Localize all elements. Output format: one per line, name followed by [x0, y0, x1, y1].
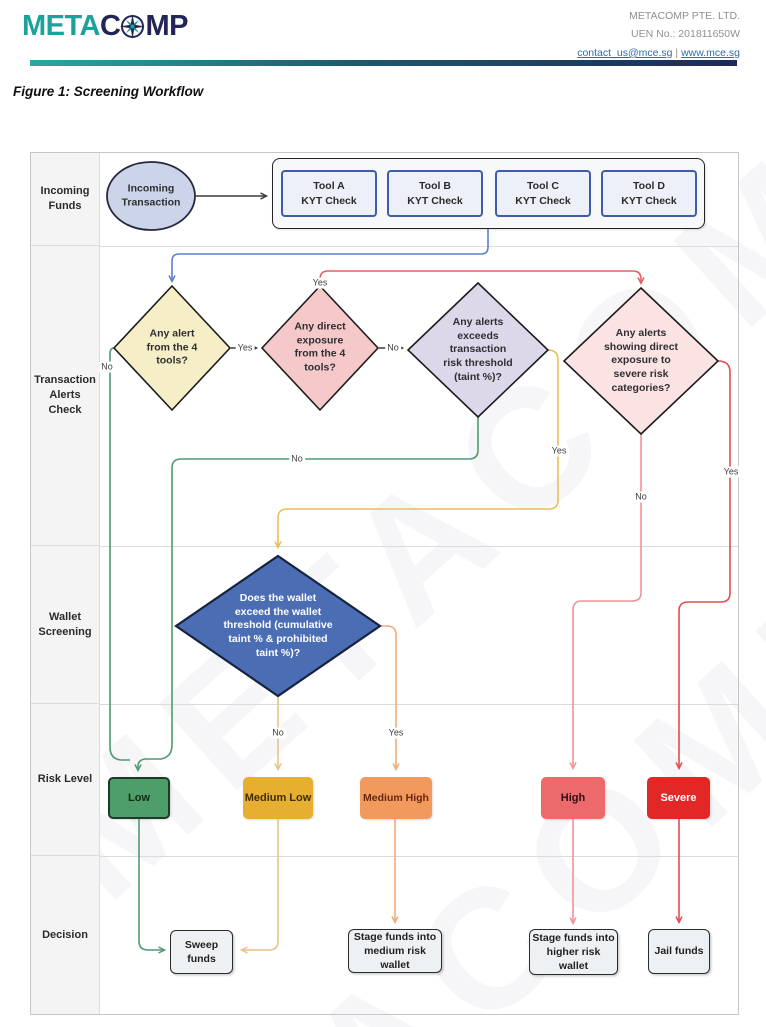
link-separator: | — [672, 46, 682, 59]
incoming-transaction-label: Incoming Transaction — [121, 182, 181, 208]
lane-divider-2 — [31, 546, 738, 547]
tool-d-kyt-check-box: Tool D KYT Check — [601, 170, 697, 217]
wallet-threshold-label: Does the wallet exceed the wallet thresh… — [223, 591, 333, 659]
risk-high-box: High — [541, 777, 605, 819]
header-contact-block: METACOMP PTE. LTD. UEN No.: 201811650W c… — [577, 7, 740, 62]
edge-label-no-alert: No — [99, 361, 115, 373]
decision-jail-funds-box: Jail funds — [648, 929, 710, 974]
risk-medium-high-box: Medium High — [360, 777, 432, 819]
figure-title: Figure 1: Screening Workflow — [13, 84, 204, 99]
logo-meta-text: META — [22, 10, 101, 42]
tool-d-sub: KYT Check — [621, 194, 677, 207]
lane-label-transaction-alerts: Transaction Alerts Check — [31, 246, 99, 546]
edge-label-yes-severe-check: Yes — [721, 466, 741, 478]
company-name: METACOMP PTE. LTD. — [629, 10, 740, 22]
any-alert-label: Any alert from the 4 tools? — [146, 327, 198, 367]
tool-a-kyt-check-box: Tool A KYT Check — [281, 170, 377, 217]
edge-label-no-severe-check: No — [633, 491, 649, 503]
lane-divider-4 — [31, 856, 738, 857]
lane-label-decision: Decision — [42, 928, 88, 941]
lane-label-incoming-funds: Incoming Funds — [31, 153, 99, 246]
lane-label-risk-level: Risk Level — [31, 704, 99, 856]
edge-label-no-wallet: No — [270, 727, 286, 739]
compass-icon — [120, 14, 146, 39]
contact-line: contact_us@mce.sg | www.mce.sg — [577, 44, 740, 62]
lane-divider-1 — [31, 246, 738, 247]
lane-divider-3 — [31, 704, 738, 705]
uen-number: UEN No.: 201811650W — [631, 28, 740, 41]
decision-stage-medium-box: Stage funds into medium risk wallet — [348, 929, 442, 973]
edge-label-no-exposure: No — [385, 342, 401, 354]
kyt-tools-container: Tool A KYT Check Tool B KYT Check Tool C… — [272, 158, 705, 229]
risk-medium-low-box: Medium Low — [243, 777, 313, 819]
decision-sweep-funds-box: Sweep funds — [170, 930, 233, 974]
tool-b-name: Tool B — [419, 180, 451, 193]
risk-severe-box: Severe — [647, 777, 710, 819]
severe-categories-label: Any alerts showing direct exposure to se… — [603, 326, 679, 394]
tool-a-sub: KYT Check — [301, 194, 357, 207]
decision-stage-higher-box: Stage funds into higher risk wallet — [529, 929, 618, 975]
tool-c-kyt-check-box: Tool C KYT Check — [495, 170, 591, 217]
contact-email-link[interactable]: contact_us@mce.sg — [577, 46, 673, 59]
edge-label-yes-exposure: Yes — [310, 277, 330, 289]
tool-c-name: Tool C — [527, 180, 559, 193]
direct-exposure-label: Any direct exposure from the 4 tools? — [294, 320, 346, 374]
edge-label-yes-alert: Yes — [235, 342, 255, 354]
tool-b-kyt-check-box: Tool B KYT Check — [387, 170, 483, 217]
tool-c-sub: KYT Check — [515, 194, 571, 207]
website-link[interactable]: www.mce.sg — [681, 46, 740, 59]
lane-label-wallet-screening: Wallet Screening — [31, 546, 99, 704]
tool-a-name: Tool A — [313, 180, 345, 193]
logo-mp-text: MP — [145, 10, 188, 42]
edge-label-yes-wallet: Yes — [386, 727, 406, 739]
header-divider-bar — [30, 60, 737, 66]
risk-threshold-label: Any alerts exceeds transaction risk thre… — [443, 315, 513, 383]
tool-b-sub: KYT Check — [407, 194, 463, 207]
logo-c-text: C — [100, 10, 121, 42]
flowchart-frame: Incoming Funds Transaction Alerts Check … — [30, 152, 739, 1015]
edge-label-no-threshold: No — [289, 453, 305, 465]
risk-low-box: Low — [108, 777, 170, 819]
edge-label-yes-threshold: Yes — [549, 445, 569, 457]
lane-label-column: Incoming Funds Transaction Alerts Check … — [31, 153, 100, 1014]
tool-d-name: Tool D — [633, 180, 665, 193]
